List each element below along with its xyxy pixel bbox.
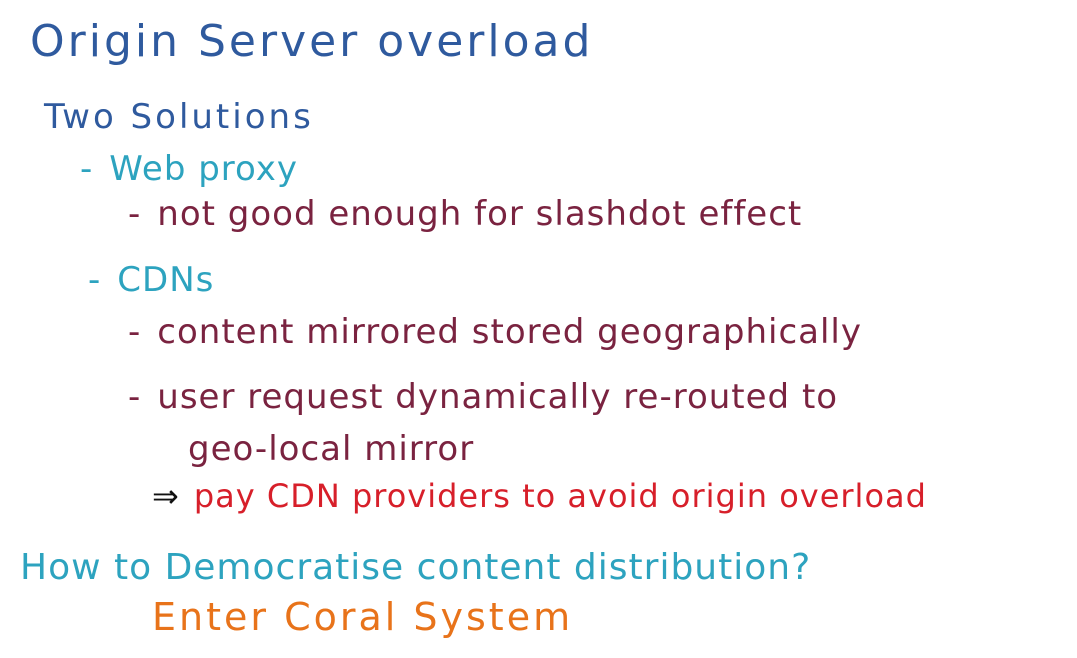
bullet-dash: - <box>88 260 102 300</box>
sub-bullet-cdn-note-2: -user request dynamically re-routed to <box>128 380 838 414</box>
bullet-cdns: -CDNs <box>88 263 214 297</box>
sub-bullet-cdn-note-1: -content mirrored stored geographically <box>128 315 862 349</box>
page-title: Origin Server overload <box>30 16 594 67</box>
question-text: How to Democratise content distribution? <box>20 547 812 588</box>
web-proxy-note-label: not good enough for slashdot effect <box>157 194 803 234</box>
bullet-dash: - <box>128 194 142 234</box>
bullet-cdns-label: CDNs <box>117 260 215 300</box>
double-arrow-icon: ⇒ <box>152 477 180 515</box>
bullet-dash: - <box>128 377 142 417</box>
implication-text: pay CDN providers to avoid origin overlo… <box>193 477 927 515</box>
answer-text: Enter Coral System <box>152 595 574 639</box>
bullet-dash: - <box>80 149 94 189</box>
sub-bullet-web-proxy-note: -not good enough for slashdot effect <box>128 197 802 231</box>
bullet-web-proxy: -Web proxy <box>80 152 298 186</box>
bullet-web-proxy-label: Web proxy <box>109 149 299 189</box>
subtitle: Two Solutions <box>44 97 314 137</box>
implication-line: ⇒ pay CDN providers to avoid origin overl… <box>152 480 927 512</box>
cdn-note-2-continuation: geo-local mirror <box>188 429 475 469</box>
cdn-note-2-label: user request dynamically re-routed to <box>157 377 839 417</box>
cdn-note-1-label: content mirrored stored geographically <box>157 312 862 352</box>
bullet-dash: - <box>128 312 142 352</box>
